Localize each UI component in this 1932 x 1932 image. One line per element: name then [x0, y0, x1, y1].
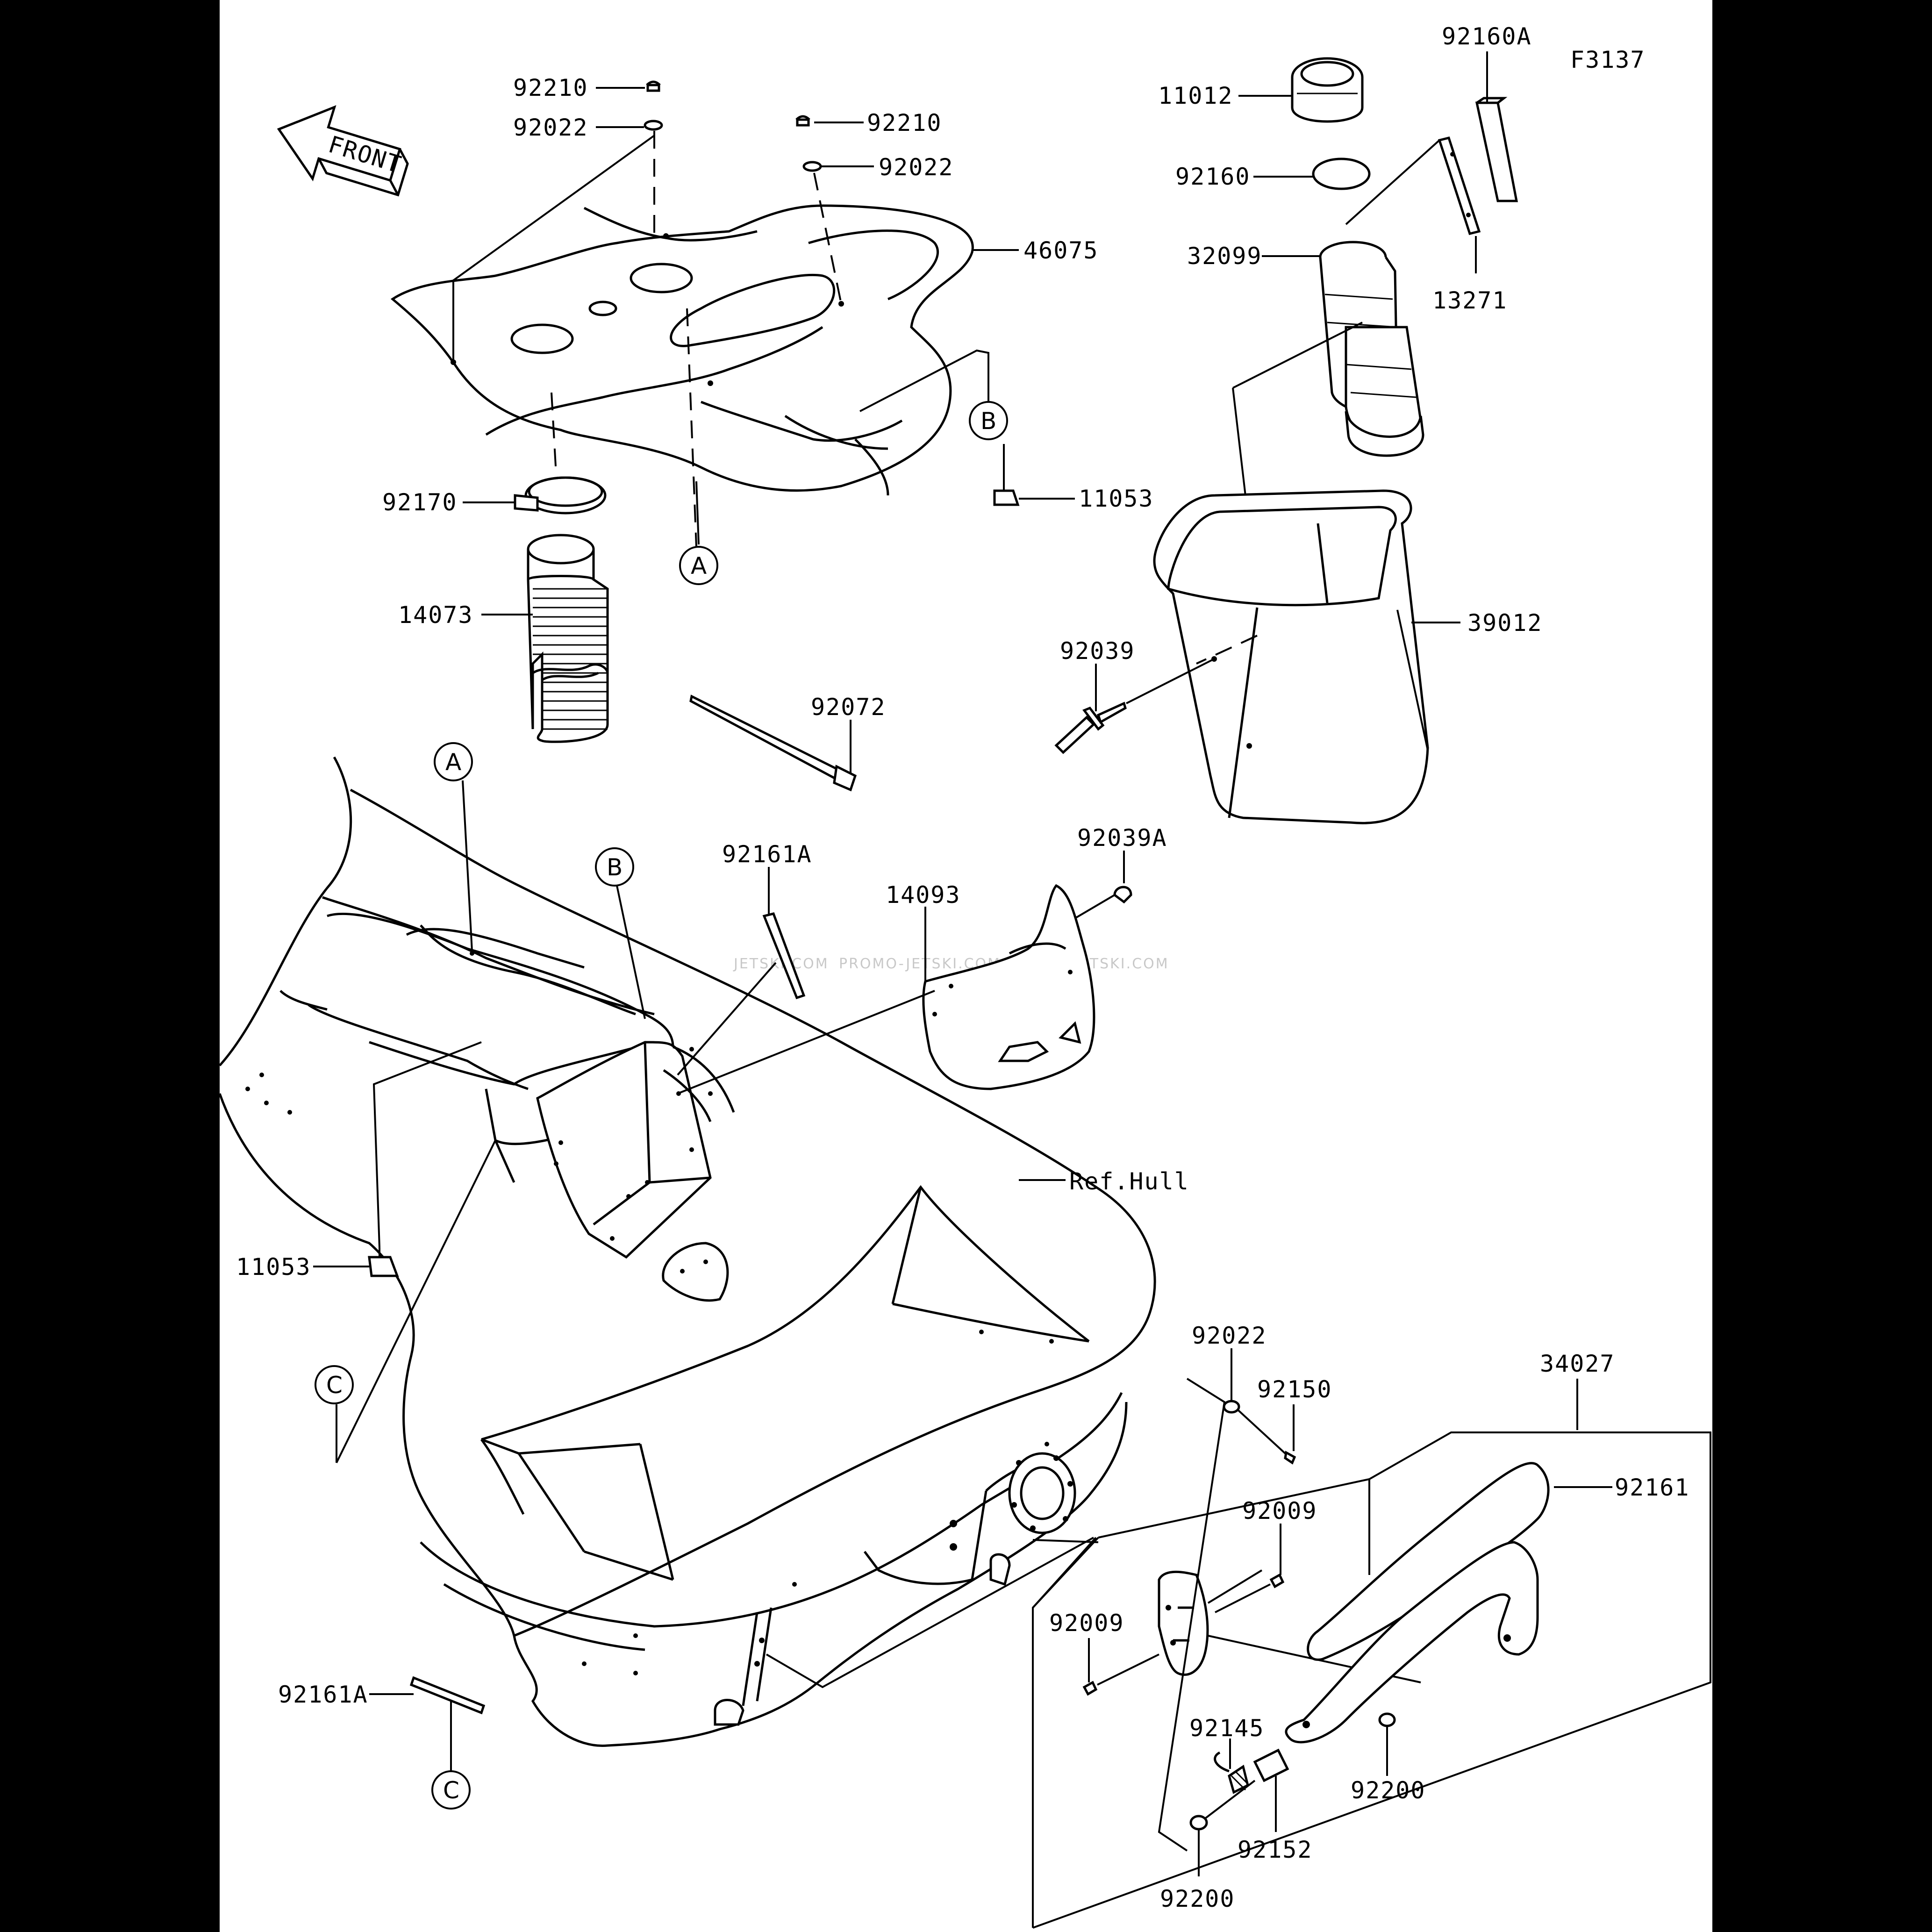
bolt-92210-top — [646, 80, 661, 92]
label-92210-mid: 92210 — [867, 109, 942, 136]
glove-box-39012 — [1153, 489, 1429, 824]
label-34027: 34027 — [1540, 1350, 1615, 1377]
washer-92022-mid — [802, 161, 822, 172]
label-92145: 92145 — [1189, 1715, 1265, 1742]
callout-b-top: B — [859, 349, 1008, 440]
label-92160A: 92160A — [1442, 23, 1532, 50]
fuel-cap-11012 — [1291, 57, 1364, 123]
clip-nut-11053-top — [993, 481, 1020, 506]
reboarding-step-box — [766, 1431, 1711, 1929]
label-92022-top: 92022 — [513, 114, 588, 141]
svg-text:B: B — [607, 854, 623, 881]
label-14093: 14093 — [886, 881, 961, 909]
svg-text:C: C — [326, 1372, 343, 1399]
label-92152: 92152 — [1238, 1836, 1313, 1863]
svg-text:A: A — [691, 552, 707, 580]
callout-a-top: A — [679, 481, 718, 585]
label-92072: 92072 — [811, 694, 886, 721]
label-11053-top: 11053 — [1079, 485, 1154, 512]
rivet-92039 — [1054, 701, 1127, 754]
strip-92161A-low — [409, 1676, 486, 1715]
label-92009-b: 92009 — [1049, 1610, 1124, 1637]
washer-92022-top — [644, 120, 663, 131]
filler-neck-32099 — [1319, 241, 1424, 457]
label-92210-top: 92210 — [513, 74, 588, 101]
label-39012: 39012 — [1467, 609, 1543, 637]
hull-ref — [218, 756, 1156, 1747]
washer-92200-a — [1189, 1815, 1208, 1831]
label-92200-a: 92200 — [1160, 1885, 1235, 1912]
label-92039A: 92039A — [1077, 824, 1167, 852]
cover-14093 — [922, 884, 1095, 1090]
label-32099: 32099 — [1187, 243, 1262, 270]
handle-pole-46075 — [390, 204, 974, 496]
label-ref-hull: Ref.Hull — [1069, 1168, 1189, 1195]
rivet-92039A — [1113, 886, 1132, 904]
callout-a-hull: A — [434, 742, 473, 952]
label-14073: 14073 — [398, 601, 473, 629]
svg-text:B: B — [980, 408, 996, 435]
o-ring-92160 — [1312, 157, 1371, 190]
label-92170: 92170 — [382, 489, 458, 516]
label-92161A-top: 92161A — [722, 841, 812, 868]
bolt-92210-mid — [795, 115, 810, 127]
label-92160: 92160 — [1175, 163, 1251, 190]
pad-92160A — [1475, 97, 1518, 202]
label-92161A-low: 92161A — [278, 1681, 368, 1708]
bolt-92150 — [1284, 1451, 1296, 1465]
figure-code: F3137 — [1570, 46, 1646, 73]
svg-text:A: A — [445, 749, 461, 776]
plate-13271 — [1438, 136, 1481, 235]
label-92022-mid: 92022 — [879, 154, 954, 181]
callout-c-low: C — [431, 1701, 471, 1810]
label-92009-a: 92009 — [1242, 1497, 1317, 1524]
label-11012: 11012 — [1158, 82, 1233, 109]
clip-nut-11053-left — [368, 1248, 399, 1277]
washer-92200-b — [1378, 1712, 1396, 1727]
collar-92152 — [1253, 1748, 1289, 1782]
reboarding-step-92161 — [1285, 1462, 1550, 1744]
label-92161: 92161 — [1615, 1474, 1690, 1501]
label-46075: 46075 — [1023, 237, 1099, 264]
label-92150: 92150 — [1257, 1376, 1332, 1403]
bolt-92009-a — [1269, 1573, 1285, 1589]
bolt-92009-b — [1082, 1681, 1098, 1696]
callout-c-hull: C — [315, 1140, 496, 1463]
label-11053-left: 11053 — [236, 1253, 311, 1281]
hose-clamp-92170 — [514, 476, 607, 515]
label-92022-low: 92022 — [1192, 1322, 1267, 1349]
cable-tie-92072 — [689, 694, 857, 792]
label-92200-b: 92200 — [1351, 1777, 1426, 1804]
bellows-hose-14073 — [527, 534, 609, 743]
label-92039: 92039 — [1060, 637, 1135, 665]
callout-b-hull: B — [595, 847, 646, 1019]
svg-text:C: C — [443, 1777, 459, 1804]
strip-92161A-top — [762, 912, 806, 1000]
label-13271: 13271 — [1432, 287, 1508, 314]
washer-92022-low — [1223, 1400, 1240, 1414]
